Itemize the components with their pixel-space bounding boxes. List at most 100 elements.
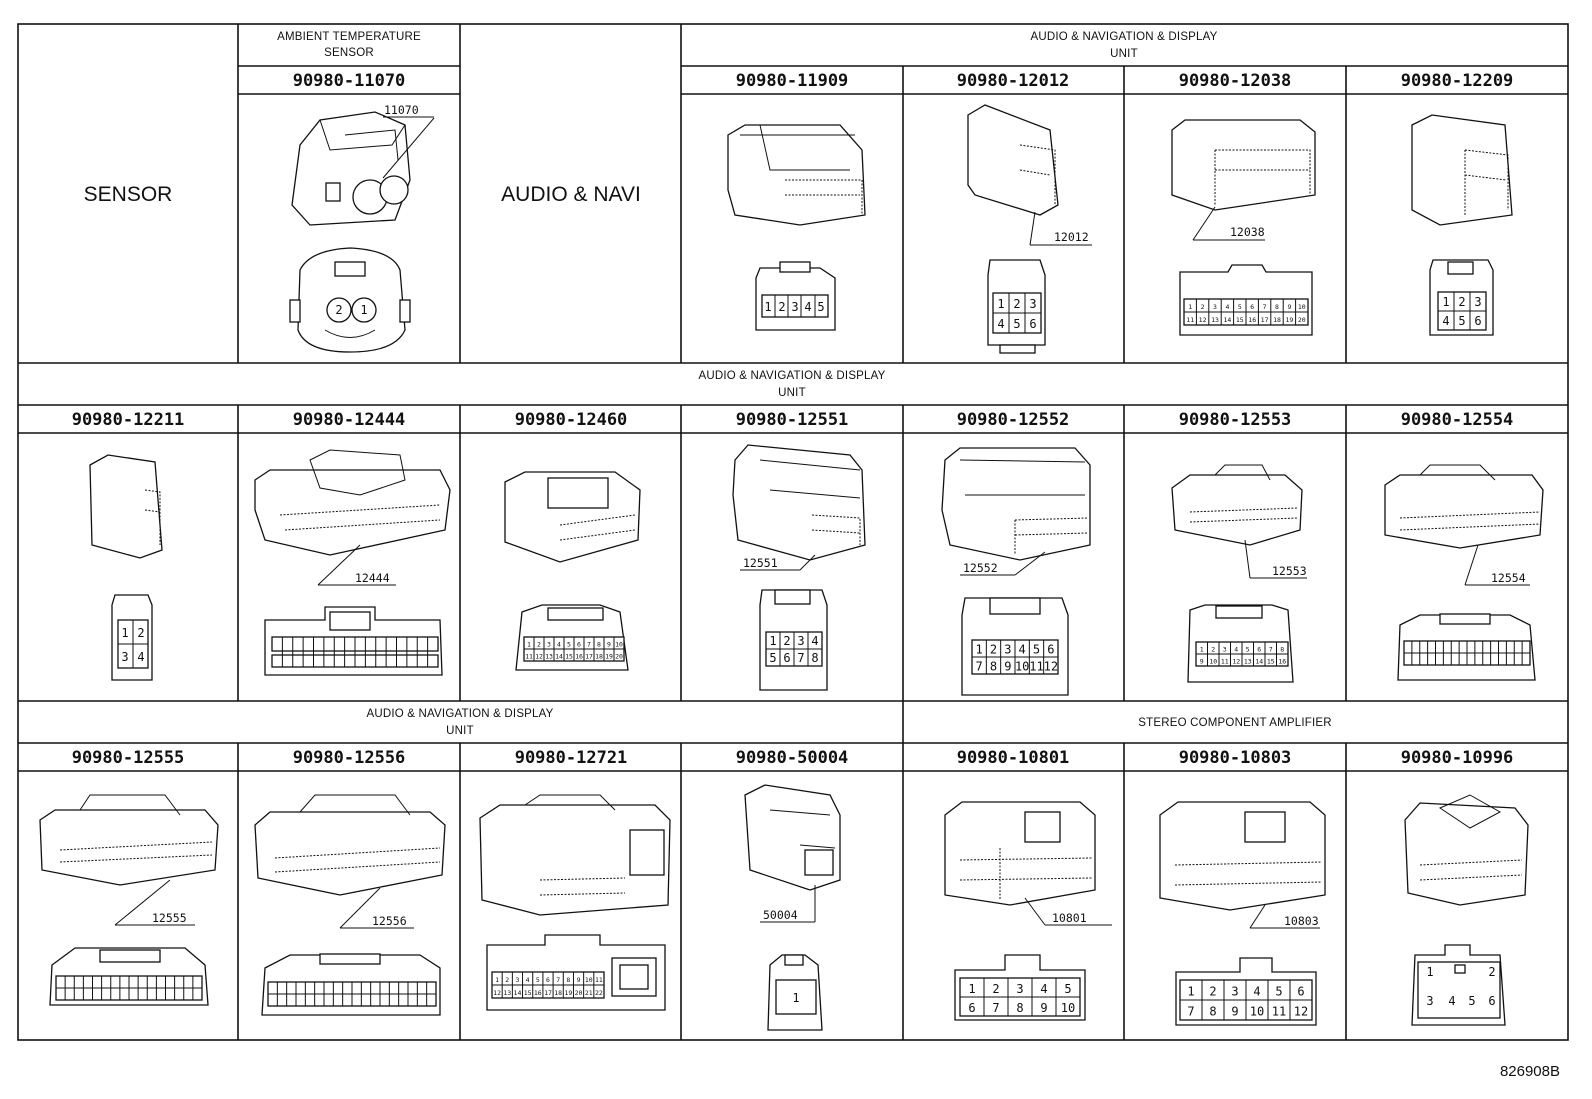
pin-label: 4 <box>557 640 561 648</box>
part-number-12209: 90980-12209 <box>1401 71 1514 91</box>
pin-label: 8 <box>1016 1001 1023 1015</box>
pin-label: 13 <box>1211 316 1219 324</box>
pin-label: 15 <box>565 652 573 660</box>
part-number-12211: 90980-12211 <box>72 410 185 430</box>
pin-label: 3 <box>1223 645 1227 653</box>
pin-label: 2 <box>1209 985 1216 999</box>
pin-label: 10 <box>1298 303 1306 311</box>
group-ambient-sensor-label-2: SENSOR <box>324 47 374 59</box>
group-audio-navi-label: AUDIO & NAVI <box>501 183 641 206</box>
pin-label: 8 <box>1275 303 1279 311</box>
pin-label: 11 <box>525 652 533 660</box>
part-number-50004: 90980-50004 <box>736 748 849 768</box>
connector-50004-drawing: 50004 1 <box>744 784 841 1031</box>
svg-text:3: 3 <box>791 300 798 314</box>
pin-label: 16 <box>575 652 583 660</box>
pin-label: 16 <box>534 989 542 997</box>
pin-label: 18 <box>1273 316 1281 324</box>
pin-label: 1 <box>976 642 983 656</box>
pin-label: 11 <box>1221 657 1229 665</box>
pin-label: 2 <box>1211 645 1215 653</box>
part-number-12444: 90980-12444 <box>293 410 406 430</box>
pin-label: 6 <box>546 976 550 984</box>
svg-text:8: 8 <box>811 651 818 665</box>
pin-label: 3 <box>1213 303 1217 311</box>
pin-label: 11 <box>595 976 603 984</box>
pin-label: 15 <box>1236 316 1244 324</box>
pin-label: 10 <box>1061 1001 1075 1015</box>
pin-label: 14 <box>514 989 522 997</box>
pin-label: 2 <box>505 976 509 984</box>
pin-label: 6 <box>577 640 581 648</box>
callout-11070: 11070 <box>384 103 419 117</box>
part-number-12038: 90980-12038 <box>1179 71 1292 91</box>
svg-text:5: 5 <box>1458 314 1465 328</box>
pin-11070-1: 1 <box>360 303 367 317</box>
part-number-12552: 90980-12552 <box>957 410 1070 430</box>
svg-text:4: 4 <box>997 317 1004 331</box>
pin-label: 5 <box>1238 303 1242 311</box>
pin-label: 7 <box>587 640 591 648</box>
pin-label: 9 <box>1231 1005 1238 1019</box>
svg-text:2: 2 <box>778 300 785 314</box>
pin-label: 15 <box>524 989 532 997</box>
svg-text:4: 4 <box>811 634 818 648</box>
group-stereo-amp-label: STEREO COMPONENT AMPLIFIER <box>1138 717 1332 729</box>
part-number-10803: 90980-10803 <box>1179 748 1292 768</box>
pin-label: 12 <box>1232 657 1240 665</box>
part-number-12551: 90980-12551 <box>736 410 849 430</box>
pin-label: 17 <box>544 989 552 997</box>
part-number-11070: 90980-11070 <box>293 71 406 91</box>
pin-label: 7 <box>1269 645 1273 653</box>
pin-label: 14 <box>1223 316 1231 324</box>
part-number-12555: 90980-12555 <box>72 748 185 768</box>
group-audio-unit-label-2b: UNIT <box>778 387 806 399</box>
pin-label: 15 <box>1267 657 1275 665</box>
pin-label: 7 <box>976 659 983 673</box>
pin-label: 14 <box>555 652 563 660</box>
part-number-12721: 90980-12721 <box>515 748 628 768</box>
pin-label: 10 <box>615 640 623 648</box>
group-audio-unit-label-3b: UNIT <box>446 725 474 737</box>
pin-label: 19 <box>605 652 613 660</box>
pin-label: 6 <box>1257 645 1261 653</box>
pin-label: 3 <box>547 640 551 648</box>
pin-grid-12444 <box>271 636 439 668</box>
pin-label: 17 <box>1261 316 1269 324</box>
pin-label: 1 <box>495 976 499 984</box>
pin-label: 10 <box>1209 657 1217 665</box>
callout-12552: 12552 <box>963 561 998 575</box>
svg-text:1: 1 <box>997 297 1004 311</box>
group-audio-unit-label-1b: UNIT <box>1110 48 1138 60</box>
pin-label: 2 <box>1201 303 1205 311</box>
svg-text:6: 6 <box>1488 994 1495 1008</box>
svg-text:3: 3 <box>121 650 128 664</box>
pin-label: 9 <box>607 640 611 648</box>
part-number-12553: 90980-12553 <box>1179 410 1292 430</box>
pin-label: 12 <box>493 989 501 997</box>
svg-text:1: 1 <box>1442 295 1449 309</box>
pin-label: 4 <box>1234 645 1238 653</box>
callout-10803: 10803 <box>1284 914 1319 928</box>
svg-text:3: 3 <box>1029 297 1036 311</box>
svg-text:2: 2 <box>783 634 790 648</box>
part-number-10801: 90980-10801 <box>957 748 1070 768</box>
pin-label: 4 <box>1019 642 1026 656</box>
pin-label: 7 <box>1187 1005 1194 1019</box>
pin-label: 14 <box>1255 657 1263 665</box>
pin-label: 13 <box>545 652 553 660</box>
svg-text:5: 5 <box>769 651 776 665</box>
pin-label: 8 <box>566 976 570 984</box>
svg-text:2: 2 <box>1013 297 1020 311</box>
pin-label: 12 <box>1044 659 1058 673</box>
